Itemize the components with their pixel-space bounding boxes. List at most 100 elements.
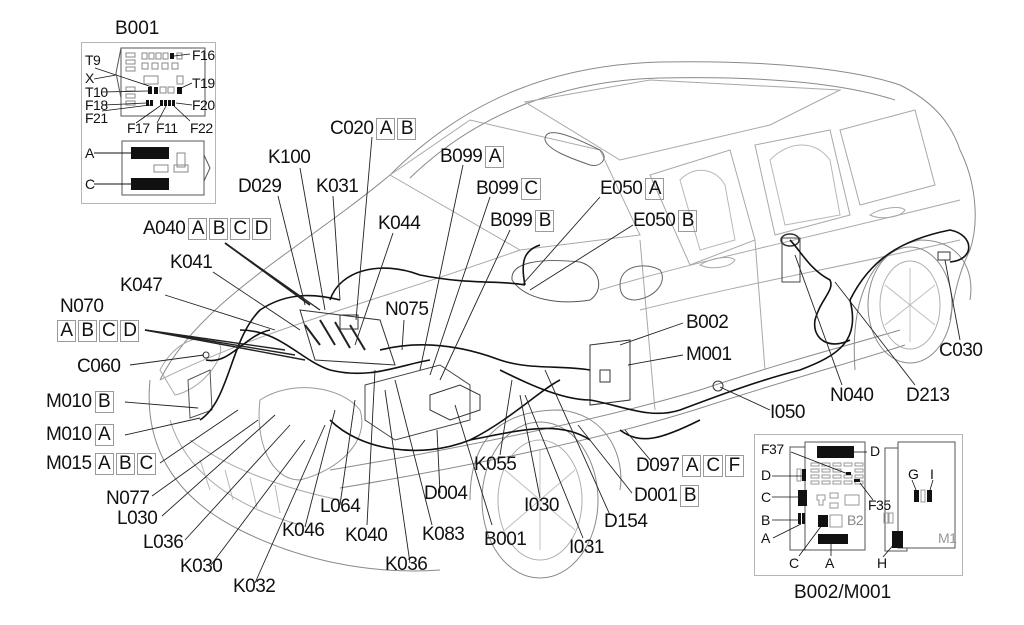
- callout-code: B099: [440, 146, 483, 167]
- leader-B002: [619, 322, 684, 346]
- leader-L030: [161, 414, 276, 517]
- inset-b001: T9 X T10 F18 F21 F17 F11 F22 F20 T19 F16…: [81, 42, 216, 204]
- connector-box: C: [230, 218, 250, 240]
- callout-code: D097: [636, 455, 680, 476]
- inset-b001-label-F17: F17: [127, 120, 150, 136]
- callout-code: K083: [422, 524, 465, 545]
- leader-M010A: [124, 417, 201, 436]
- connector-box: D: [120, 320, 140, 342]
- callout-K032: K032: [233, 577, 276, 597]
- leader-A040-2: [224, 242, 321, 311]
- leader-K046: [304, 409, 336, 528]
- inset-b001-label-C: C: [85, 176, 95, 192]
- leader-N070-3: [144, 329, 306, 361]
- callout-code: C060: [77, 356, 121, 377]
- connector-box: F: [724, 455, 744, 477]
- leader-L036: [184, 424, 291, 541]
- callout-K100: K100: [268, 148, 311, 168]
- callout-K083: K083: [422, 524, 465, 545]
- leader-N077: [151, 419, 259, 497]
- callout-K031: K031: [316, 176, 359, 197]
- inset-b001-label-F20: F20: [192, 97, 215, 113]
- callout-code: N075: [385, 299, 429, 320]
- connector-box: B: [209, 218, 229, 240]
- callout-N070: N070: [60, 297, 104, 317]
- callout-code: E050: [600, 178, 643, 199]
- inset-b001-label-X: X: [85, 70, 94, 86]
- leader-C030: [944, 259, 961, 341]
- callout-code: D213: [906, 385, 950, 406]
- callout-I050: I050: [770, 403, 805, 423]
- leader-K030: [210, 439, 306, 566]
- inset-b002-label-M1: M1: [938, 530, 957, 546]
- leader-B001: [454, 404, 493, 526]
- connector-box: B: [115, 453, 135, 475]
- callout-code: K031: [316, 176, 359, 197]
- inset-b002-label-H: H: [877, 555, 887, 571]
- inset-b001-label-F22: F22: [190, 120, 213, 136]
- callout-K046: K046: [282, 521, 325, 541]
- inset-b001-label-F21: F21: [85, 110, 108, 126]
- callout-code: N077: [106, 488, 150, 509]
- callout-I031: I031: [569, 538, 604, 558]
- connector-box: A: [485, 146, 505, 168]
- callout-code: B002: [686, 312, 729, 333]
- callout-M001: M001: [686, 345, 732, 365]
- engine-bay: [187, 233, 951, 481]
- connector-box: A: [57, 320, 76, 342]
- connector-box: B: [94, 391, 114, 413]
- leader-D213: [834, 281, 916, 386]
- callout-code: D004: [424, 483, 468, 504]
- callout-code: D029: [238, 176, 282, 197]
- callout-code: K030: [180, 556, 223, 577]
- callout-code: K044: [378, 213, 421, 234]
- leader-M001: [627, 354, 684, 366]
- connector-box: C: [99, 320, 119, 342]
- connector-box: D: [251, 218, 271, 240]
- callout-code: N040: [830, 385, 874, 406]
- callout-I030: I030: [524, 496, 559, 516]
- inset-b001-label-T10: T10: [85, 84, 108, 100]
- callout-code: D154: [604, 511, 648, 532]
- inset-b001-label-F16: F16: [192, 47, 215, 63]
- inset-b002-label-F37: F37: [761, 441, 784, 457]
- inset-b002-label-A-left: A: [761, 530, 770, 546]
- leader-K100: [299, 167, 326, 311]
- connector-box: C: [703, 455, 723, 477]
- leader-D001: [577, 424, 633, 494]
- connector-box: A: [188, 218, 208, 240]
- callout-N077: N077: [106, 488, 150, 509]
- connector-box: A: [645, 178, 665, 200]
- callout-C060: C060: [77, 356, 121, 377]
- inset-b002-label-D-left: D: [761, 467, 771, 483]
- inset-b001-label-T19: T19: [192, 75, 215, 91]
- leader-B099C: [429, 196, 491, 376]
- leader-L064: [339, 399, 356, 506]
- leader-N040: [794, 254, 843, 386]
- connector-box: B: [397, 118, 417, 140]
- callout-L036: L036: [143, 533, 184, 553]
- callout-K040: K040: [345, 525, 388, 546]
- leader-M015: [159, 409, 239, 464]
- leader-K032: [254, 424, 326, 584]
- inset-b002-label-B2: B2: [847, 512, 864, 528]
- callout-K044: K044: [378, 213, 421, 234]
- connector-box: A: [682, 455, 702, 477]
- leader-B099A: [419, 164, 464, 371]
- leader-K047: [164, 294, 276, 331]
- callout-code: C020: [330, 118, 374, 139]
- callout-D154: D154: [604, 511, 648, 532]
- inset-b002-label-C-bottom: C: [789, 555, 799, 571]
- leader-K055: [499, 379, 513, 456]
- callout-code: K036: [385, 554, 428, 575]
- callout-code: M010: [46, 424, 92, 445]
- callout-K041: K041: [170, 253, 213, 273]
- callout-code: K040: [345, 525, 388, 546]
